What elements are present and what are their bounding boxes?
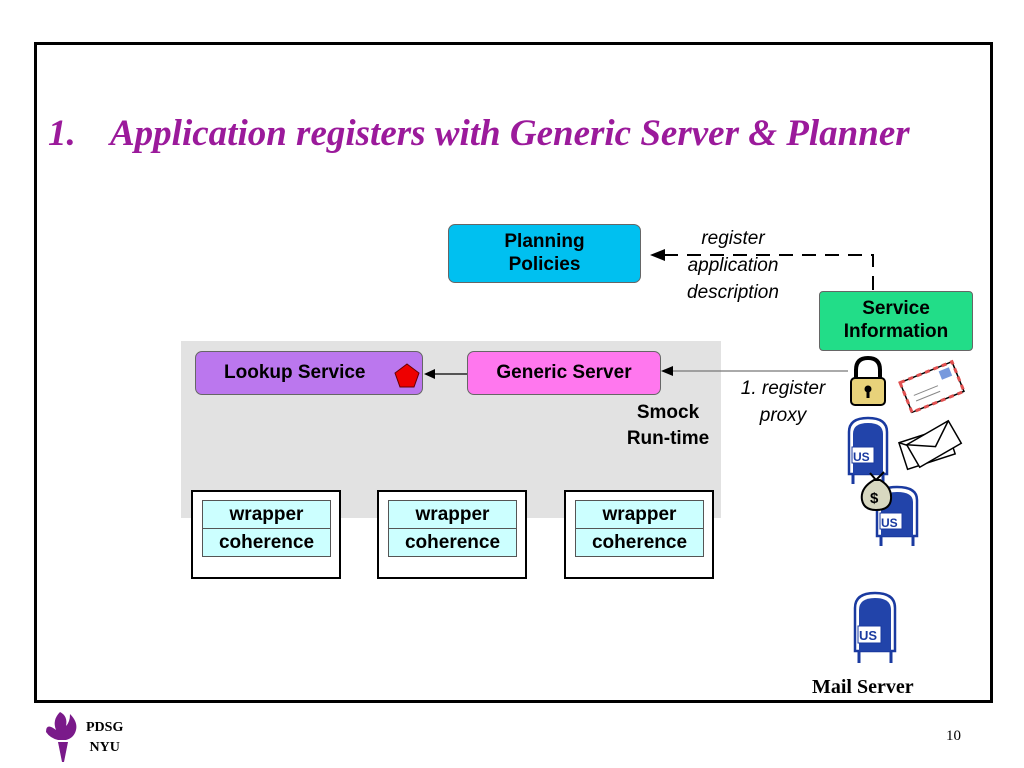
nyu-torch-logo-icon: [46, 712, 77, 762]
wrapper-label: wrapper: [389, 501, 516, 529]
wrapper-container-3: wrapper coherence: [564, 490, 714, 579]
wrapper-stack-3: wrapper coherence: [575, 500, 704, 557]
register-proxy-label: 1. register proxy: [740, 378, 826, 426]
padlock-icon: [850, 355, 886, 406]
svg-text:$: $: [870, 490, 879, 507]
lookup-service-label: Lookup Service: [224, 361, 366, 383]
mail-server-label: Mail Server: [812, 676, 914, 698]
wrapper-container-1: wrapper coherence: [191, 490, 341, 579]
red-pentagon-icon: [394, 363, 420, 388]
coherence-label: coherence: [591, 532, 688, 553]
wrapper-stack-1: wrapper coherence: [202, 500, 331, 557]
slide-title: 1. Application registers with Generic Ser…: [48, 112, 988, 155]
planning-policies-label: Planning Policies: [504, 230, 585, 275]
mailbox-icon: US: [847, 416, 889, 484]
envelopes-icon: [898, 419, 963, 471]
wrapper-label: wrapper: [576, 501, 703, 529]
svg-text:US: US: [881, 516, 898, 530]
generic-to-lookup-arrow: [424, 369, 467, 379]
footer-logo-line2: NYU: [89, 740, 120, 755]
wrapper-stack-2: wrapper coherence: [388, 500, 517, 557]
money-bag-icon: $: [860, 471, 893, 512]
wrapper-label: wrapper: [203, 501, 330, 529]
service-information-label: Service Information: [843, 298, 949, 342]
svg-text:US: US: [853, 450, 870, 464]
title-number: 1.: [48, 113, 76, 154]
smock-runtime-label: Smock Run-time: [626, 402, 710, 449]
register-app-desc-label: register application description: [687, 228, 779, 303]
planning-policies-box: Planning Policies: [448, 224, 641, 283]
coherence-label: coherence: [218, 532, 315, 553]
coherence-label: coherence: [404, 532, 501, 553]
svg-text:US: US: [859, 628, 877, 643]
footer-logo-text: PDSG NYU: [86, 718, 123, 758]
footer-logo-line1: PDSG: [86, 720, 124, 735]
page-number: 10: [946, 728, 961, 744]
generic-server-box: Generic Server: [467, 351, 661, 395]
register-app-desc-arrow: [650, 249, 874, 290]
mailbox-icon: US: [853, 591, 897, 663]
generic-server-label: Generic Server: [496, 361, 632, 383]
lookup-service-box: Lookup Service: [195, 351, 423, 395]
service-information-box: Service Information: [819, 291, 973, 351]
title-text: Application registers with Generic Serve…: [110, 113, 910, 154]
register-proxy-arrow: [661, 366, 848, 376]
slide-frame: [34, 42, 993, 703]
postcard-icon: [898, 359, 966, 415]
wrapper-container-2: wrapper coherence: [377, 490, 527, 579]
